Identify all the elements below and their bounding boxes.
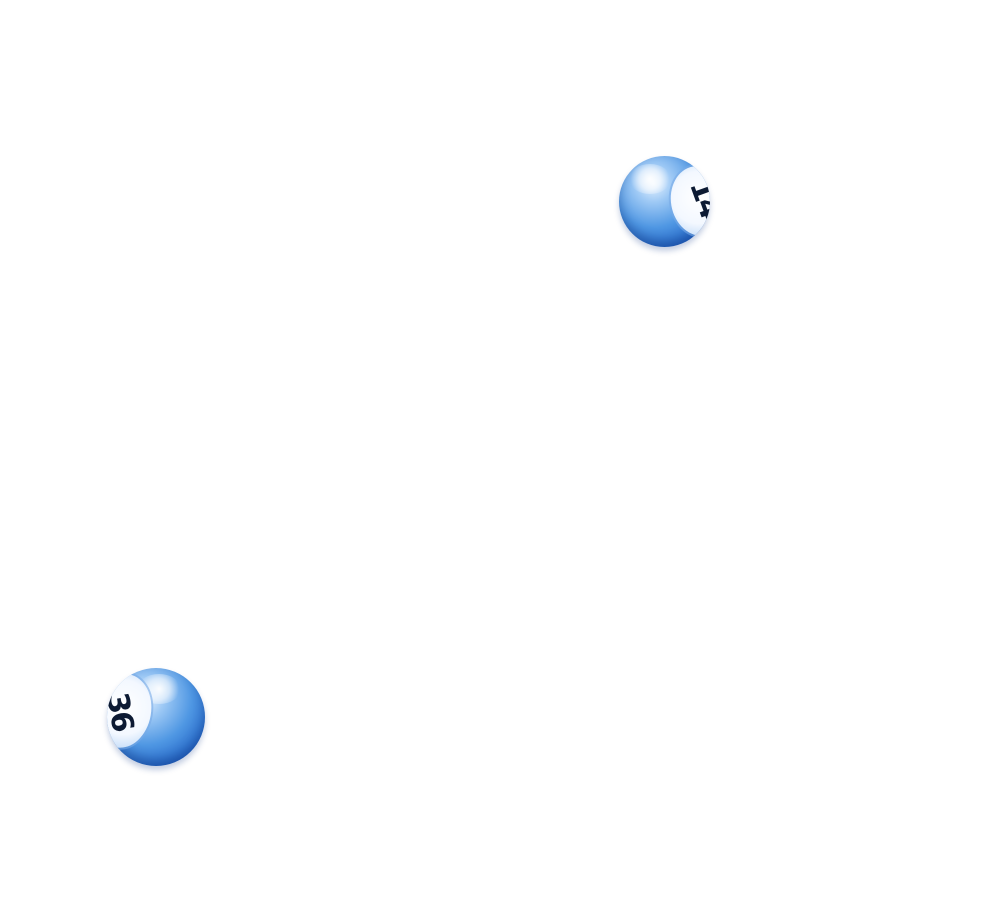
bingo-ball-36[interactable]: 36 xyxy=(107,668,205,766)
ball-highlight xyxy=(629,164,671,194)
bingo-ball-14[interactable]: 14 xyxy=(619,156,710,247)
ball-number-label: 14 xyxy=(682,175,710,223)
ball-number-face: 14 xyxy=(665,161,710,241)
ball-number-label: 36 xyxy=(107,689,141,734)
